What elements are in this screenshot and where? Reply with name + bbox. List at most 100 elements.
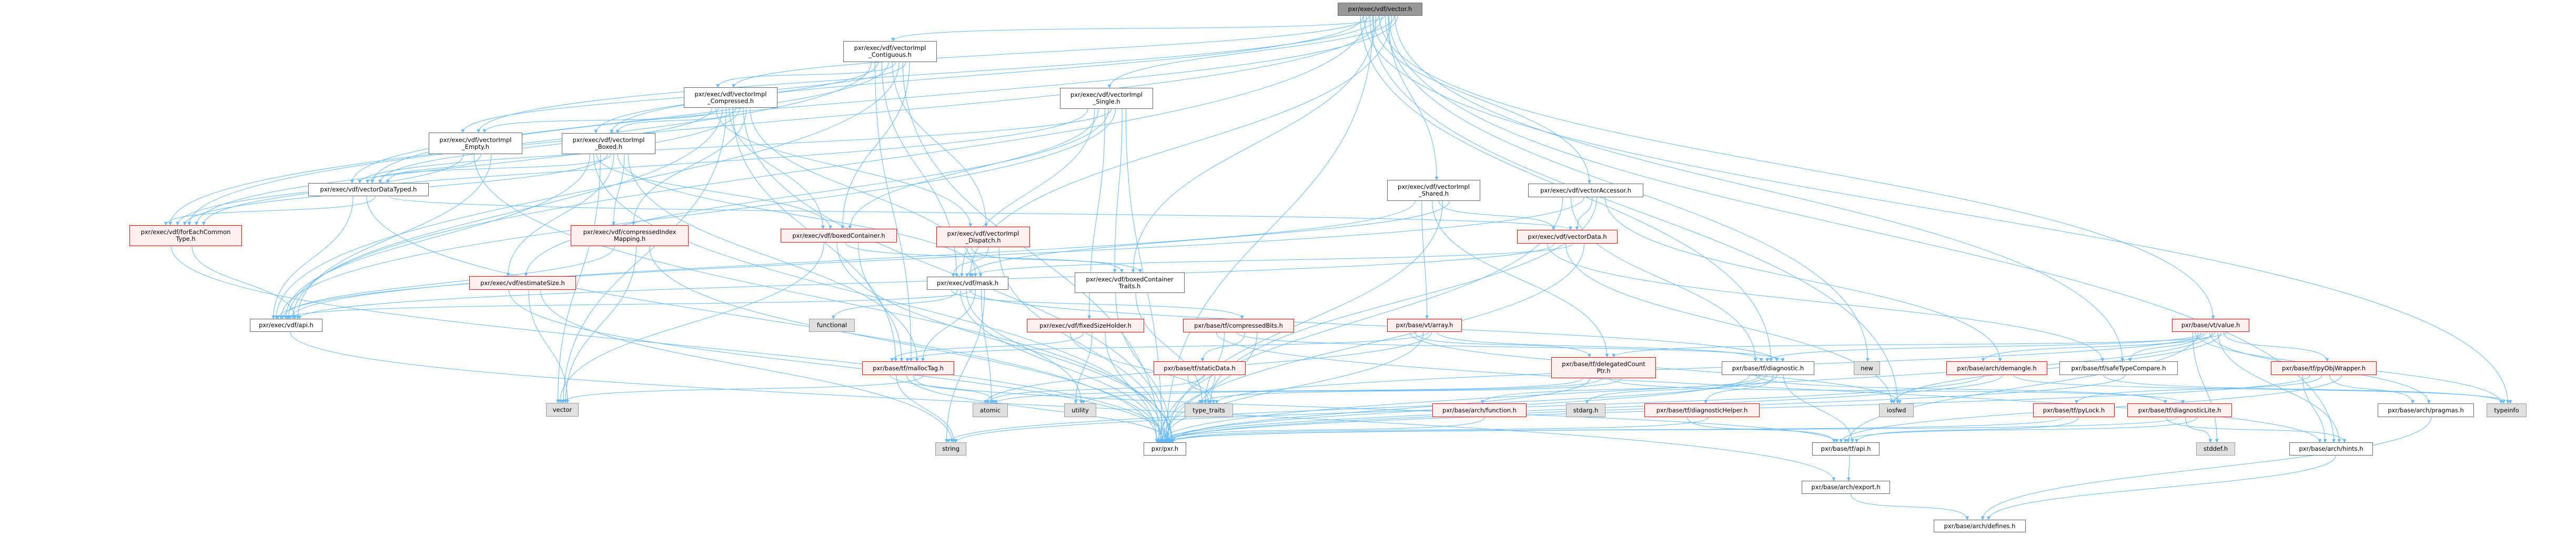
edge-estimateSize-to-vector <box>528 289 570 403</box>
edge-diagnostic-to-tfApi <box>1783 375 1854 443</box>
graph-node-compressed[interactable]: pxr/exec/vdf/vectorImpl _Compressed.h <box>684 87 777 108</box>
edge-forEach-to-vdfApi <box>191 246 297 319</box>
graph-node-function[interactable]: pxr/base/arch/function.h <box>1432 403 1527 417</box>
graph-node-shared[interactable]: pxr/exec/vdf/vectorImpl _Shared.h <box>1387 180 1480 201</box>
graph-node-empty[interactable]: pxr/exec/vdf/vectorImpl _Empty.h <box>429 133 522 154</box>
edge-vector_h-to-value <box>1379 15 2215 319</box>
graph-node-estimatesize[interactable]: pxr/exec/vdf/estimateSize.h <box>469 276 576 290</box>
edge-bct-to-type_traits <box>1135 292 1204 404</box>
edge-contiguous-to-mallocTag <box>875 62 913 362</box>
graph-node-atomic: atomic <box>973 403 1008 417</box>
graph-node-vector-h: pxr/exec/vdf/vector.h <box>1338 3 1422 16</box>
graph-node-staticdata[interactable]: pxr/base/tf/staticData.h <box>1154 361 1246 375</box>
graph-node-datatyped[interactable]: pxr/exec/vdf/vectorDataTyped.h <box>308 183 429 196</box>
graph-node-defines[interactable]: pxr/base/arch/defines.h <box>1934 520 2026 532</box>
edge-pow-to-hints <box>2302 375 2327 443</box>
edge-staticData-to-type_traits <box>1187 375 1210 404</box>
edge-estimateSize-to-string <box>540 289 954 443</box>
edge-array-to-pxr <box>1162 331 1424 443</box>
graph-node-accessor[interactable]: pxr/exec/vdf/vectorAccessor.h <box>1528 184 1643 197</box>
edge-mask-to-string <box>944 289 985 443</box>
edge-mask-to-utility <box>966 289 1083 404</box>
graph-node-stc[interactable]: pxr/base/tf/safeTypeCompare.h <box>2059 361 2178 375</box>
edge-dispatch-to-bct <box>971 247 1124 273</box>
edge-compressed-to-boxedContainer <box>729 107 825 229</box>
edge-mask-to-cbits <box>951 289 1244 319</box>
edge-boxed-to-mallocTag <box>628 154 919 362</box>
graph-node-fsh[interactable]: pxr/exec/vdf/fixedSizeHolder.h <box>1027 319 1144 332</box>
graph-node-stdarg: stdarg.h <box>1566 403 1605 417</box>
edge-dcp-to-type_traits <box>1198 378 1622 404</box>
edge-compressed-to-dataTyped <box>378 107 712 184</box>
edge-value-to-hints <box>2218 331 2341 443</box>
graph-node-bct[interactable]: pxr/exec/vdf/boxedContainer Traits.h <box>1075 272 1185 293</box>
graph-node-boxedcontainer[interactable]: pxr/exec/vdf/boxedContainer.h <box>781 229 897 242</box>
graph-node-pxr[interactable]: pxr/pxr.h <box>1144 442 1186 456</box>
graph-node-export[interactable]: pxr/base/arch/export.h <box>1802 481 1890 494</box>
edge-array-to-diagnostic <box>1437 331 1763 362</box>
edge-cbits-to-pxr <box>1165 332 1258 443</box>
edge-compressed-to-forEach <box>195 107 740 226</box>
edge-compressed-to-cim <box>631 107 747 226</box>
edge-mallocTag-to-atomic <box>913 375 996 404</box>
graph-node-dcp[interactable]: pxr/base/tf/delegatedCount Ptr.h <box>1551 357 1656 378</box>
edge-boxed-to-vdfApi <box>284 154 590 319</box>
graph-node-demangle[interactable]: pxr/base/arch/demangle.h <box>1946 361 2047 375</box>
edge-contiguous-to-boxedContainer <box>841 62 910 229</box>
graph-node-boxed[interactable]: pxr/exec/vdf/vectorImpl _Boxed.h <box>562 133 655 154</box>
graph-node-pragmas[interactable]: pxr/base/arch/pragmas.h <box>2378 403 2474 417</box>
edge-empty-to-vdfApi <box>296 154 492 319</box>
graph-node-value[interactable]: pxr/base/vt/value.h <box>2172 319 2249 332</box>
graph-node-cim[interactable]: pxr/exec/vdf/compressedIndex Mapping.h <box>571 225 689 246</box>
graph-node-type-traits: type_traits <box>1185 403 1233 417</box>
graph-node-array[interactable]: pxr/base/vt/array.h <box>1387 319 1462 332</box>
edge-vector_h-to-contiguous <box>891 15 1386 42</box>
edge-boxed-to-estimateSize <box>506 154 614 277</box>
edge-empty-to-dataTyped <box>386 154 481 184</box>
edge-vector_h-to-iosfwd <box>1369 15 1900 404</box>
edge-mallocTag-to-string <box>896 375 956 443</box>
edge-boxed-to-boxedContainer <box>596 154 833 229</box>
edge-shared-to-mask <box>965 200 1450 277</box>
graph-node-new: new <box>1854 361 1880 375</box>
edge-mask-to-diagnostic <box>969 289 1779 362</box>
edge-compressed-to-boxed <box>615 107 736 134</box>
edge-mask-to-mallocTag <box>921 289 976 362</box>
graph-node-diagnostic[interactable]: pxr/base/tf/diagnostic.h <box>1722 361 1814 375</box>
graph-node-foreach[interactable]: pxr/exec/vdf/forEachCommon Type.h <box>129 225 242 246</box>
edge-contiguous-to-vdfApi <box>274 62 900 319</box>
graph-node-pow[interactable]: pxr/base/tf/pyObjWrapper.h <box>2271 361 2377 375</box>
graph-node-malloctag[interactable]: pxr/base/tf/mallocTag.h <box>862 361 954 375</box>
edge-boxed-to-vector <box>556 154 601 403</box>
graph-node-hints[interactable]: pxr/base/arch/hints.h <box>2289 442 2373 456</box>
edge-value-to-pow <box>2223 331 2329 362</box>
edge-shared-to-vectorData <box>1438 200 1555 230</box>
edge-boxed-to-cim <box>612 154 625 226</box>
edge-mask-to-atomic <box>981 289 994 404</box>
edge-compressed-to-vector <box>561 107 726 403</box>
graph-node-utility: utility <box>1064 403 1096 417</box>
edge-pragmas-to-defines <box>1981 417 2432 520</box>
edge-contiguous-to-pxr <box>902 62 1161 443</box>
graph-node-vdfapi[interactable]: pxr/exec/vdf/api.h <box>250 319 322 332</box>
edge-fsh-to-mallocTag <box>890 332 1084 362</box>
edge-dcp-to-atomic <box>994 378 1583 404</box>
edge-compressed-to-empty <box>482 107 719 133</box>
edge-diagnostic-to-dlite <box>1755 375 2167 404</box>
edge-vector_h-to-mask <box>968 15 1392 277</box>
graph-node-mask[interactable]: pxr/exec/vdf/mask.h <box>927 277 1008 290</box>
edge-compressed-to-pxr <box>743 107 1171 443</box>
graph-node-contiguous[interactable]: pxr/exec/vdf/vectorImpl _Contiguous.h <box>843 41 937 62</box>
graph-node-tfapi[interactable]: pxr/base/tf/api.h <box>1812 442 1880 456</box>
graph-node-dhelper[interactable]: pxr/base/tf/diagnosticHelper.h <box>1644 403 1760 417</box>
graph-node-dlite[interactable]: pxr/base/tf/diagnosticLite.h <box>2127 403 2232 417</box>
edge-dcp-to-dlite <box>1609 378 2185 404</box>
graph-node-vectordata[interactable]: pxr/exec/vdf/vectorData.h <box>1517 230 1618 244</box>
graph-node-single[interactable]: pxr/exec/vdf/vectorImpl _Single.h <box>1060 88 1153 109</box>
graph-node-cbits[interactable]: pxr/base/tf/compressedBits.h <box>1183 319 1294 332</box>
graph-node-pylock[interactable]: pxr/base/tf/pyLock.h <box>2033 403 2115 417</box>
graph-node-dispatch[interactable]: pxr/exec/vdf/vectorImpl _Dispatch.h <box>936 227 1030 247</box>
edge-dcp-to-utility <box>1082 378 1602 404</box>
